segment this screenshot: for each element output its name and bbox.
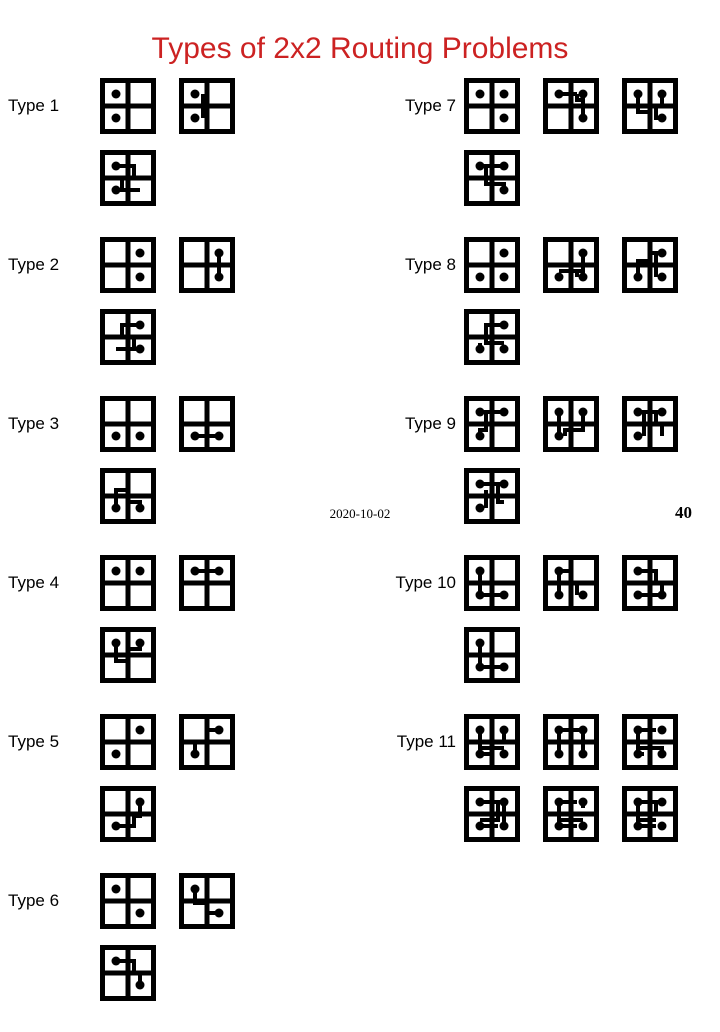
routing-solution-diagram xyxy=(464,627,520,683)
type-row: Type 5 xyxy=(8,714,308,858)
routing-diagram-set xyxy=(464,78,714,222)
routing-solution-diagram xyxy=(179,396,235,452)
routing-solution-diagram xyxy=(464,309,520,365)
type-row: Type 2 xyxy=(8,237,308,381)
routing-problem-instance xyxy=(464,78,520,134)
routing-solution-diagram xyxy=(100,627,156,683)
page-title: Types of 2x2 Routing Problems xyxy=(151,32,569,65)
routing-problem-instance xyxy=(464,714,520,770)
routing-solution-diagram xyxy=(100,786,156,842)
routing-problem-instance xyxy=(464,237,520,293)
routing-solution-diagram xyxy=(622,786,678,842)
routing-solution-diagram xyxy=(100,309,156,365)
routing-problem-instance xyxy=(100,555,156,611)
routing-diagram-set xyxy=(464,237,714,381)
routing-diagram-set xyxy=(100,714,308,858)
routing-solution-diagram xyxy=(100,945,156,1001)
type-label: Type 6 xyxy=(8,891,60,910)
type-label: Type 4 xyxy=(8,573,60,592)
type-row: Type 11 xyxy=(358,714,714,858)
footer-date: 2020-10-02 xyxy=(329,506,391,521)
routing-diagram-set xyxy=(100,873,308,1017)
routing-solution-diagram xyxy=(622,237,678,293)
routing-problem-instance xyxy=(464,555,520,611)
type-row: Type 7 xyxy=(358,78,714,222)
type-row: Type 6 xyxy=(8,873,308,1017)
routing-solution-diagram xyxy=(464,150,520,206)
routing-problem-instance xyxy=(100,714,156,770)
routing-solution-diagram xyxy=(179,555,235,611)
routing-solution-diagram xyxy=(464,786,520,842)
routing-solution-diagram xyxy=(179,714,235,770)
routing-solution-diagram xyxy=(543,396,599,452)
type-label: Type 8 xyxy=(404,255,456,274)
routing-solution-diagram xyxy=(622,78,678,134)
routing-solution-diagram xyxy=(622,396,678,452)
routing-solution-diagram xyxy=(179,237,235,293)
routing-solution-diagram xyxy=(543,78,599,134)
routing-solution-diagram xyxy=(543,555,599,611)
type-row: Type 1 xyxy=(8,78,308,222)
slide-canvas: Types of 2x2 Routing Problems Type 1 Type… xyxy=(8,32,692,1001)
type-row: Type 9 xyxy=(358,396,714,540)
routing-solution-diagram xyxy=(100,468,156,524)
type-row: Type 4 xyxy=(8,555,308,699)
type-label: Type 9 xyxy=(404,414,456,433)
type-label: Type 10 xyxy=(395,573,457,592)
routing-diagram-set xyxy=(464,396,714,540)
right-type-column: Type 7 Type 8 Type 9 Type 10 Type 11 xyxy=(358,78,714,873)
routing-problem-instance xyxy=(100,237,156,293)
left-type-column: Type 1 Type 2 Type 3 Type 4 Type 5 Type 6 xyxy=(8,78,308,1032)
routing-solution-diagram xyxy=(464,468,520,524)
routing-solution-diagram xyxy=(179,873,235,929)
type-row: Type 10 xyxy=(358,555,714,699)
type-label: Type 3 xyxy=(8,414,60,433)
type-label: Type 2 xyxy=(8,255,60,274)
footer-page-number: 40 xyxy=(675,503,692,522)
type-label: Type 11 xyxy=(396,732,456,751)
type-label: Type 5 xyxy=(8,732,60,751)
type-label: Type 7 xyxy=(404,96,456,115)
routing-diagram-set xyxy=(100,78,308,222)
routing-problem-instance xyxy=(464,396,520,452)
routing-solution-diagram xyxy=(622,714,678,770)
routing-diagram-set xyxy=(464,555,714,699)
routing-diagram-set xyxy=(100,555,308,699)
routing-solution-diagram xyxy=(543,237,599,293)
routing-solution-diagram xyxy=(179,78,235,134)
type-row: Type 3 xyxy=(8,396,308,540)
routing-solution-diagram xyxy=(100,150,156,206)
routing-solution-diagram xyxy=(543,714,599,770)
routing-diagram-set xyxy=(464,714,714,858)
routing-diagram-set xyxy=(100,396,308,540)
routing-solution-diagram xyxy=(543,786,599,842)
routing-solution-diagram xyxy=(622,555,678,611)
type-row: Type 8 xyxy=(358,237,714,381)
routing-diagram-set xyxy=(100,237,308,381)
routing-problem-instance xyxy=(100,78,156,134)
type-label: Type 1 xyxy=(8,96,60,115)
routing-problem-instance xyxy=(100,396,156,452)
routing-problem-instance xyxy=(100,873,156,929)
